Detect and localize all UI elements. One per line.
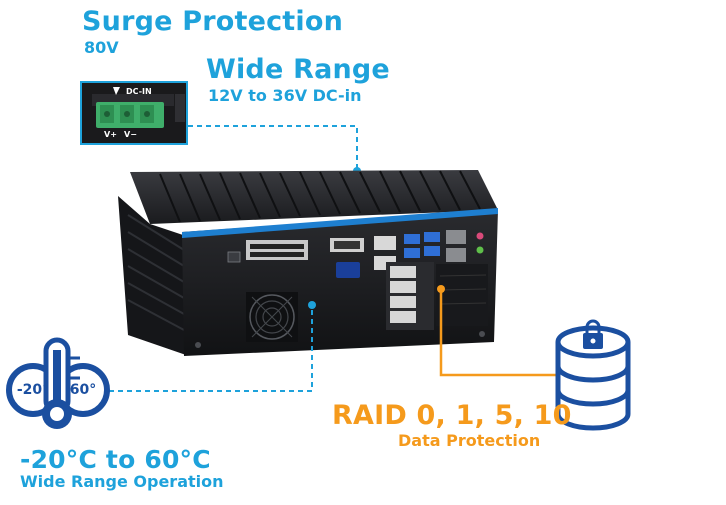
thermometer-icon (6, 337, 110, 429)
temp-low-label: -20° (16, 382, 50, 398)
embedded-pc-illustration (118, 170, 498, 356)
dc-in-connector (80, 81, 188, 145)
temp-callout-line (100, 305, 313, 392)
warning-icon (113, 87, 120, 95)
raid-title: RAID 0, 1, 5, 10 (332, 400, 572, 431)
raid-subtitle: Data Protection (398, 431, 541, 450)
dc-in-pin-minus: V− (124, 130, 137, 139)
temp-subtitle: Wide Range Operation (20, 472, 224, 491)
wide-range-title: Wide Range (206, 54, 390, 85)
database-lock-icon (555, 319, 631, 431)
dc-in-pin-plus: V+ (104, 130, 117, 139)
temp-high-label: 60° (69, 382, 97, 398)
surge-callout-line (188, 125, 358, 170)
lock-icon (583, 319, 603, 349)
dc-in-label: DC-IN (126, 87, 152, 96)
surge-protection-value: 80V (84, 38, 119, 57)
raid-callout-line (439, 290, 556, 377)
surge-protection-title: Surge Protection (82, 6, 344, 37)
fan-icon (246, 292, 298, 342)
wide-range-value: 12V to 36V DC-in (208, 86, 362, 105)
temp-title: -20°C to 60°C (20, 445, 211, 474)
